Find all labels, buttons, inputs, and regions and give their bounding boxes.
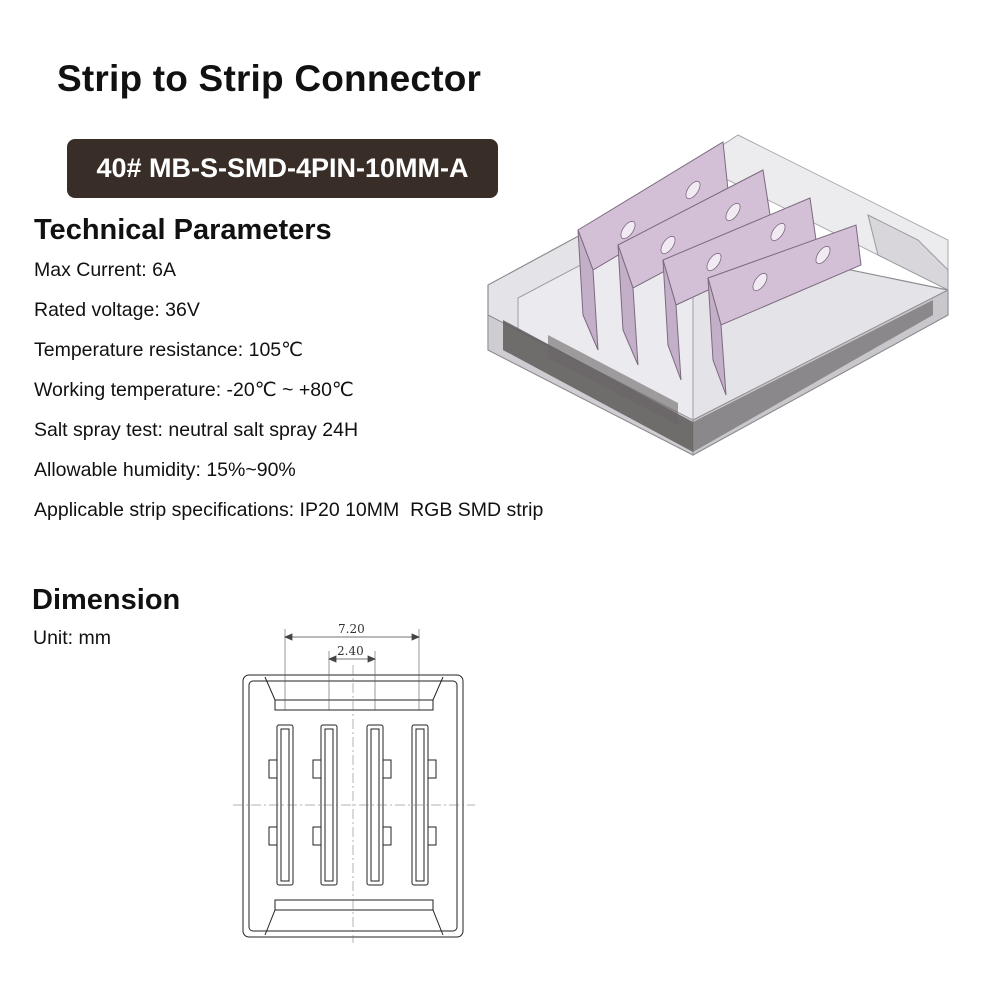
outer-pitch-label: 7.20	[338, 622, 365, 636]
contact-pins	[577, 141, 862, 396]
model-number-badge: 40# MB-S-SMD-4PIN-10MM-A	[67, 139, 498, 198]
technical-parameters-heading: Technical Parameters	[34, 214, 332, 246]
param-applicable-strip: Applicable strip specifications: IP20 10…	[34, 499, 544, 521]
param-working-temperature: Working temperature: -20℃ ~ +80℃	[34, 379, 354, 401]
connector-housing	[487, 134, 949, 456]
param-rated-voltage: Rated voltage: 36V	[34, 299, 200, 321]
param-temperature-resistance: Temperature resistance: 105℃	[34, 339, 304, 361]
technical-parameters-list: Max Current: 6A Rated voltage: 36V Tempe…	[34, 258, 543, 538]
dimension-heading: Dimension	[32, 584, 181, 616]
inner-pitch-label: 2.40	[337, 644, 364, 658]
param-salt-spray-test: Salt spray test: neutral salt spray 24H	[34, 419, 359, 441]
page-title: Strip to Strip Connector	[57, 58, 482, 99]
param-max-current: Max Current: 6A	[34, 259, 176, 281]
param-allowable-humidity: Allowable humidity: 15%~90%	[34, 459, 296, 481]
dimension-drawing: 7.20 2.40	[233, 622, 475, 943]
unit-label: Unit: mm	[33, 627, 111, 649]
connector-product-image	[487, 134, 949, 456]
